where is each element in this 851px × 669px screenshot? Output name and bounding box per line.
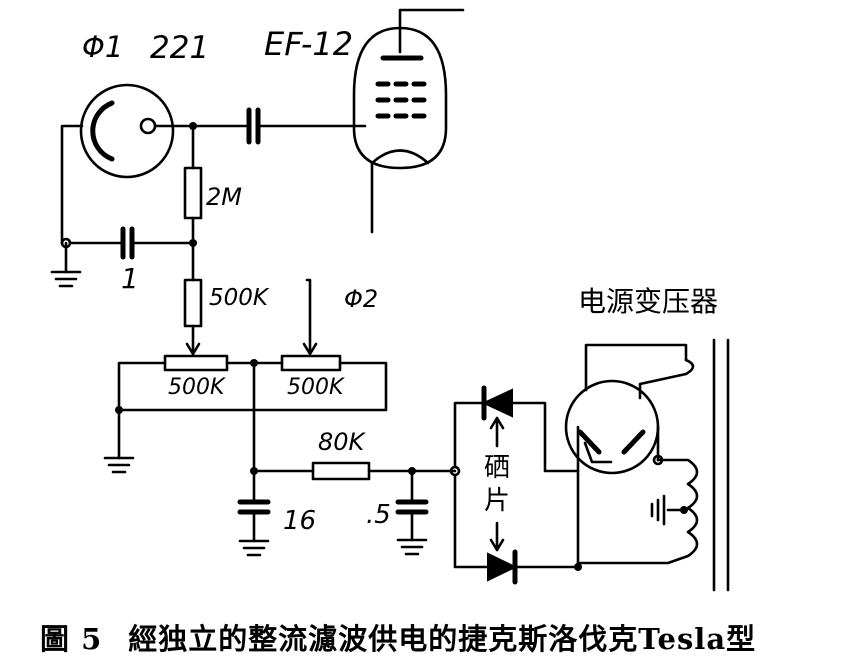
label-rectifier-2: 片 bbox=[484, 486, 511, 516]
capacitor-16 bbox=[237, 499, 271, 557]
label-221: 221 bbox=[150, 30, 210, 66]
label-16: 16 bbox=[283, 506, 317, 536]
pot-wiring bbox=[103, 359, 388, 504]
resistor-2m bbox=[183, 124, 203, 247]
potentiometer-left bbox=[163, 354, 229, 372]
figure-caption: 圖 5 經独立的整流濾波供电的捷克斯洛伐克Tesla型 bbox=[40, 616, 756, 658]
filter-chain bbox=[250, 461, 461, 481]
phototube-221 bbox=[79, 83, 175, 179]
anode-wire bbox=[153, 122, 251, 130]
rectifier-bridge bbox=[453, 385, 580, 585]
rectifier-tube bbox=[564, 379, 664, 569]
cathode-lead bbox=[60, 124, 84, 274]
label-pot-left: 500K bbox=[168, 375, 225, 400]
label-phi1: Φ1 bbox=[82, 30, 124, 64]
label-rectifier-1: 硒 bbox=[484, 453, 511, 483]
label-transformer: 电源变压器 bbox=[578, 285, 719, 318]
tube-ef12 bbox=[352, 8, 465, 234]
ground-symbol bbox=[50, 270, 82, 288]
label-05: .5 bbox=[366, 500, 391, 530]
potentiometer-right bbox=[280, 278, 342, 372]
capacitor-1 bbox=[68, 226, 195, 260]
resistor-500k bbox=[183, 241, 203, 356]
transformer bbox=[574, 338, 730, 592]
label-capacitor-1: 1 bbox=[121, 262, 139, 295]
capacitor-05 bbox=[395, 469, 429, 556]
label-2m: 2M bbox=[206, 183, 242, 211]
caption-figure-number: 圖 5 bbox=[40, 622, 103, 656]
label-500k-resistor: 500K bbox=[209, 285, 268, 311]
coupling-capacitor bbox=[246, 107, 367, 145]
caption-text: 經独立的整流濾波供电的捷克斯洛伐克Tesla型 bbox=[128, 622, 757, 656]
label-ef12: EF-12 bbox=[264, 25, 354, 63]
label-pot-right: 500K bbox=[287, 375, 344, 400]
label-80k: 80K bbox=[318, 428, 365, 456]
label-phi2: Φ2 bbox=[344, 285, 379, 313]
